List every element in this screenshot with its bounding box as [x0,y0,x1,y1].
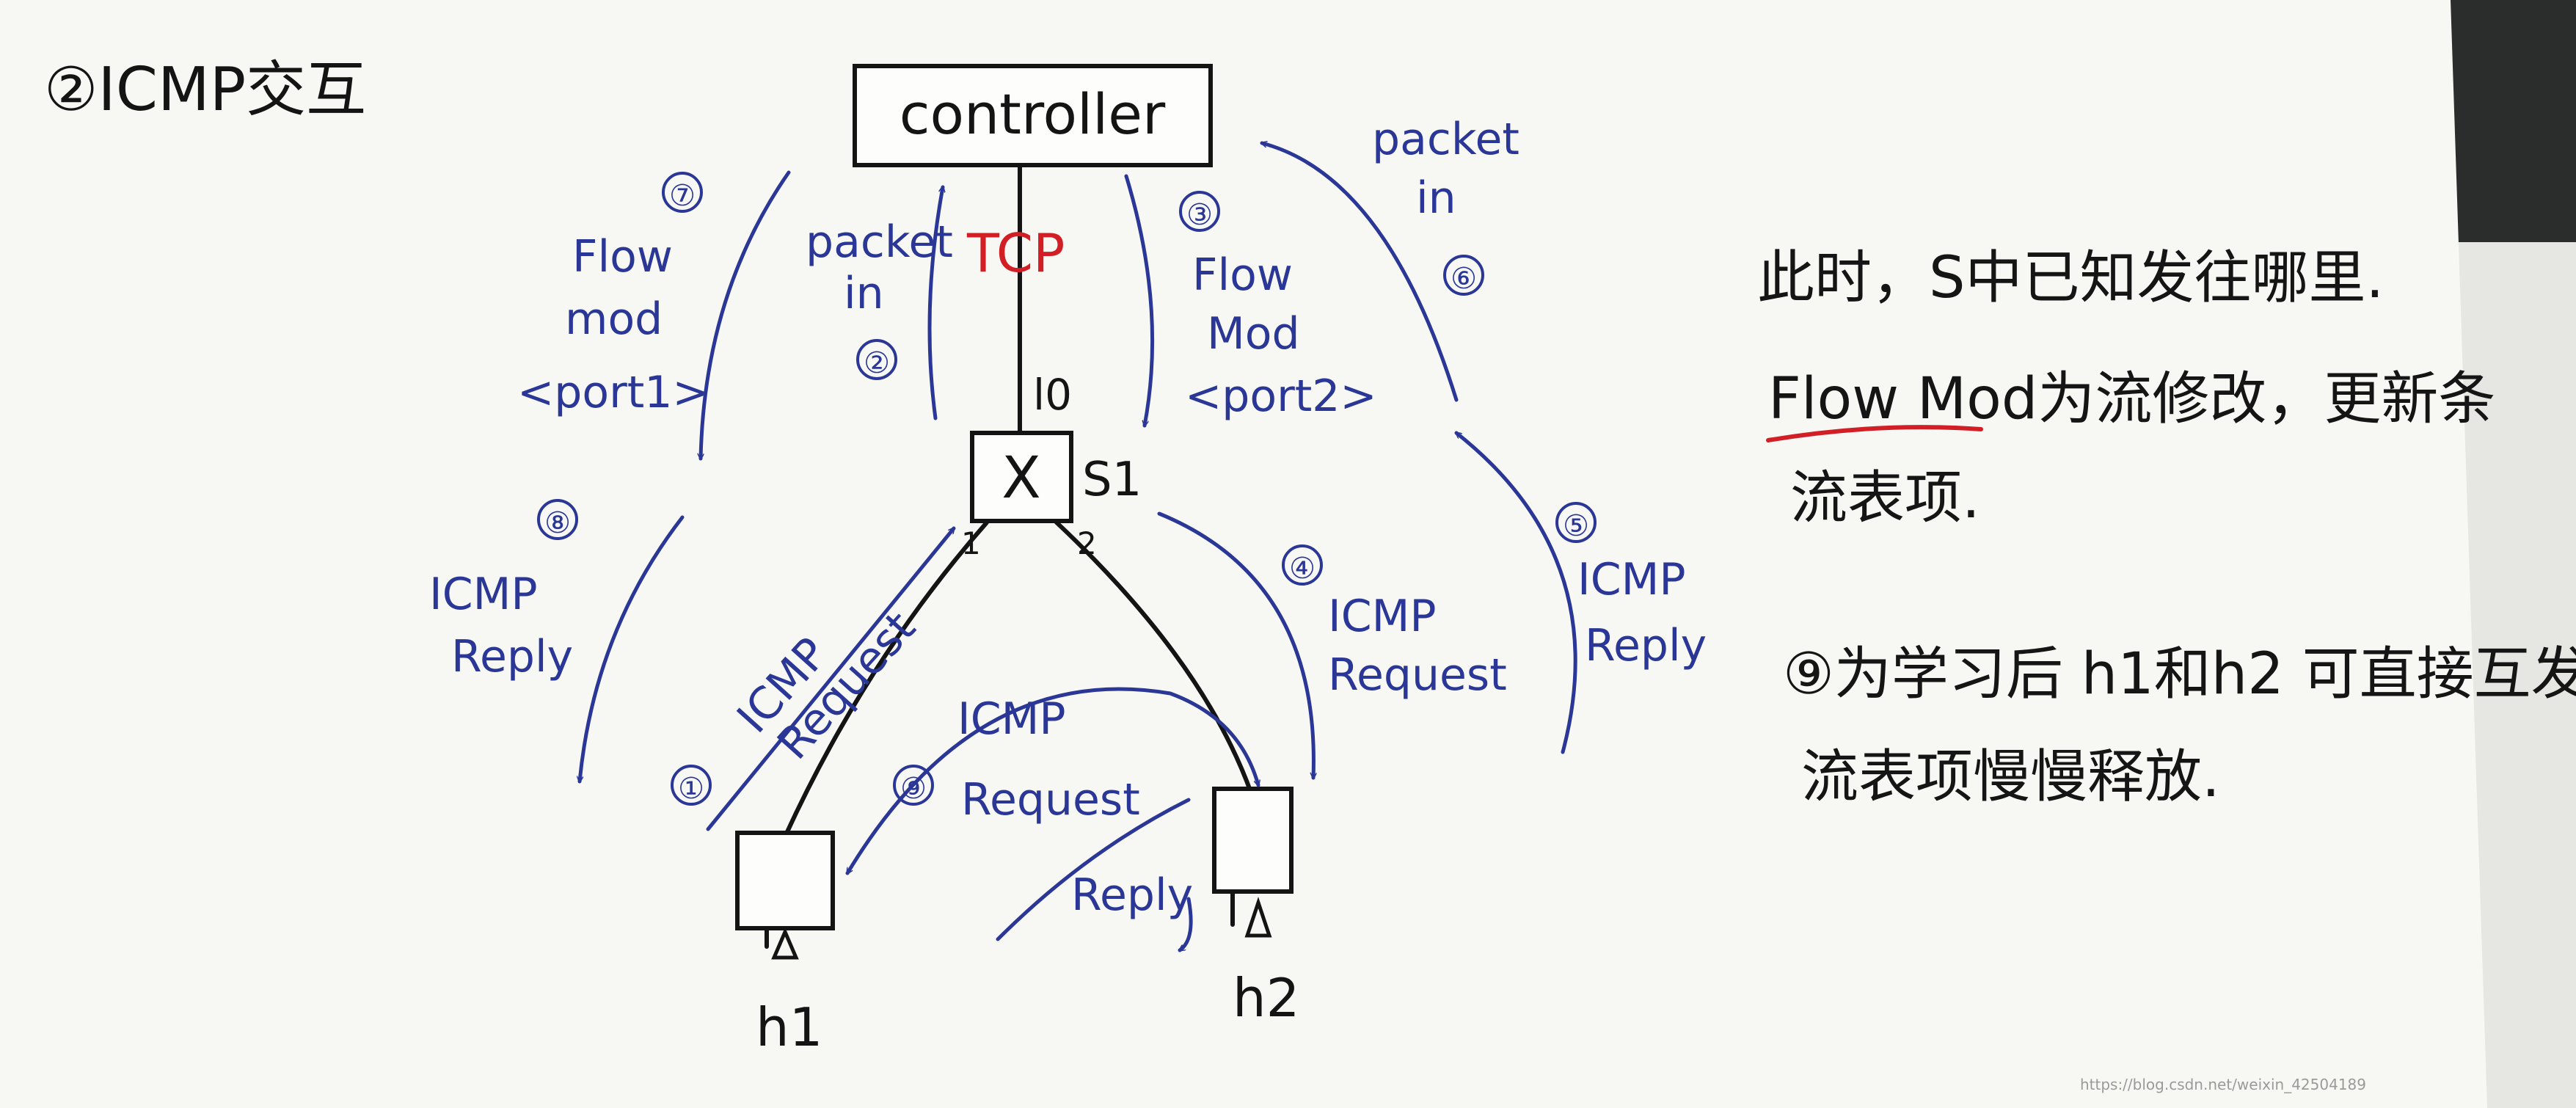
step2-arrow [927,187,943,420]
host-h2-base [1244,897,1272,938]
switch-mark: X [1001,445,1040,511]
step6-arrow [1262,143,1459,402]
note-underline [1766,425,1983,442]
step4-line2: Request [1328,649,1507,701]
host-h1-base [771,927,799,960]
step5-line2: Reply [1585,620,1707,671]
step9-line3: Reply [1071,870,1193,921]
step7-line2: mod [565,294,663,345]
step6-badge [1443,255,1484,296]
step6-num: ⑥ [1451,262,1477,296]
step9-reply-arrow [1180,897,1193,952]
step1-arrow [706,528,956,831]
step7-arrow [701,170,791,461]
step2-num: ② [864,346,890,380]
step6-line2: in [1416,172,1456,224]
link-s1-h1 [783,520,989,839]
step9-badge [893,765,934,806]
step7-line1: Flow [572,231,673,283]
step7-badge [662,172,703,213]
host-h2-label: h2 [1233,967,1299,1029]
step3-arrow [1124,174,1155,426]
note-line-5: 流表项慢慢释放. [1801,744,2220,810]
step9-num: ⑨ [900,772,927,806]
step4-num: ④ [1289,552,1316,586]
step6-line1: packet [1372,114,1519,165]
step5-badge [1555,502,1597,543]
link-s1-h2 [1054,520,1253,795]
front-page [0,0,2487,1108]
step9-line1: ICMP [957,693,1066,745]
step1-num: ① [678,772,704,806]
step3-badge [1179,191,1220,232]
step3-num: ③ [1186,198,1213,232]
switch-s1 [970,431,1073,523]
host-h2 [1212,787,1294,894]
step4-line1: ICMP [1328,591,1437,642]
note-line-2: Flow Mod为流修改，更新条 [1768,366,2495,432]
host-h1-label: h1 [756,996,822,1058]
host-h1 [735,831,835,930]
step8-badge [537,499,578,540]
note-line-1: 此时，S中已知发往哪里. [1757,245,2384,311]
controller-label: controller [900,81,1166,147]
step9-line2: Request [961,774,1140,825]
note-line-3: 流表项. [1790,465,1980,531]
step4-badge [1282,544,1323,586]
watermark: https://blog.csdn.net/weixin_42504189 [2080,1076,2366,1093]
step7-line3: <port1> [517,367,709,418]
step7-num: ⑦ [669,179,696,213]
diagram-title: ②ICMP交互 [44,55,366,125]
step2-line1: packet [806,216,953,268]
step8-num: ⑧ [544,506,571,540]
step9-stroke [996,798,1191,941]
step5-arrow [1456,431,1577,754]
step2-badge [856,339,897,380]
step5-num: ⑤ [1563,509,1589,543]
step2-line2: in [844,268,884,319]
tcp-label: TCP [966,222,1065,284]
step8-line2: Reply [451,631,573,682]
step5-line1: ICMP [1577,554,1686,605]
switch-name: S1 [1082,453,1142,507]
step8-arrow [580,515,685,784]
note-line-4: ⑨为学习后 h1和h2 可直接互发， [1783,641,2576,707]
step9-arrow [845,687,1258,873]
controller-box [853,64,1213,167]
step1-badge [671,765,712,806]
step4-arrow [1157,511,1313,780]
step8-line1: ICMP [429,569,538,620]
step3-line3: <port2> [1185,371,1377,422]
step3-line2: Mod [1207,308,1300,360]
step3-line1: Flow [1192,249,1293,301]
port0-label: l0 [1033,370,1072,420]
